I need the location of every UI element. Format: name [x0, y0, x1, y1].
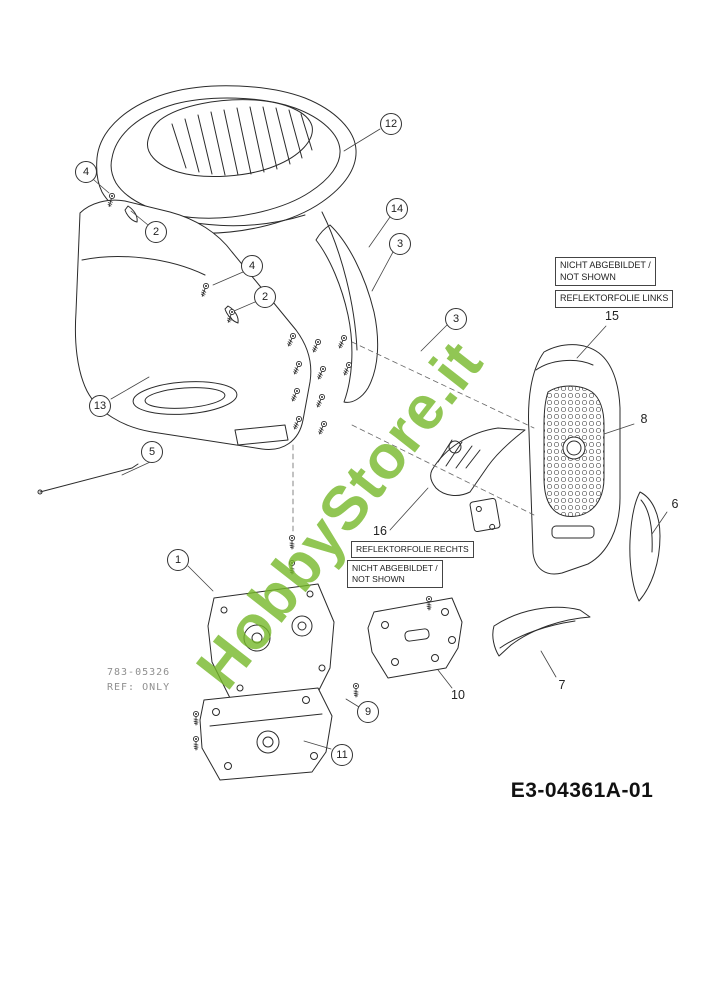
callout-10: 10: [451, 688, 465, 702]
callout-7: 7: [558, 678, 566, 692]
callout-14: 14: [386, 198, 408, 220]
reference-part-number: 783-05326: [107, 667, 171, 678]
alignment-lines: [292, 341, 535, 536]
callout-16: 16: [373, 524, 387, 538]
part-bracket-lower: [199, 687, 333, 781]
callout-1: 1: [167, 549, 189, 571]
label-not-shown-left-line1: NICHT ABGEBILDET /: [560, 260, 651, 270]
part-bracket-right: [367, 597, 463, 679]
part-hood-top: [96, 85, 357, 234]
callout-2-top: 2: [145, 221, 167, 243]
part-hood-front-sheet: [315, 211, 379, 403]
part-grille: [469, 344, 621, 575]
callout-5: 5: [141, 441, 163, 463]
reference-note: 783-05326 REF: ONLY: [107, 666, 170, 695]
label-not-shown-right: NICHT ABGEBILDET / NOT SHOWN: [347, 560, 443, 589]
part-support-rod: [37, 463, 139, 495]
label-reflector-left: REFLEKTORFOLIE LINKS: [555, 290, 674, 308]
part-reflector-strip: [629, 491, 661, 602]
label-not-shown-right-line2: NOT SHOWN: [352, 574, 405, 585]
callout-4-top: 4: [75, 161, 97, 183]
callout-6: 6: [671, 497, 679, 511]
label-not-shown-right-line1: NICHT ABGEBILDET /: [352, 563, 438, 573]
part-side-panel: [74, 199, 312, 450]
callout-15: 15: [605, 309, 619, 323]
callout-12: 12: [380, 113, 402, 135]
callout-3-top: 3: [389, 233, 411, 255]
part-lower-trim: [492, 606, 591, 657]
label-reflector-right: REFLEKTORFOLIE RECHTS: [351, 541, 474, 559]
drawing-number: E3-04361A-01: [510, 779, 654, 802]
callout-11: 11: [331, 744, 353, 766]
leader-lines: [93, 128, 668, 750]
reference-note-text: REF: ONLY: [107, 681, 171, 693]
label-not-shown-left-line2: NOT SHOWN: [560, 271, 616, 282]
callout-4-mid: 4: [241, 255, 263, 277]
callout-3-right: 3: [445, 308, 467, 330]
callout-8: 8: [640, 412, 648, 426]
part-bracket-main: [207, 583, 335, 703]
label-not-shown-left: NICHT ABGEBILDET / NOT SHOWN: [555, 257, 656, 287]
part-dash-panel: [430, 427, 526, 496]
callout-13: 13: [89, 395, 111, 417]
callout-2-mid: 2: [254, 286, 276, 308]
callout-9: 9: [357, 701, 379, 723]
